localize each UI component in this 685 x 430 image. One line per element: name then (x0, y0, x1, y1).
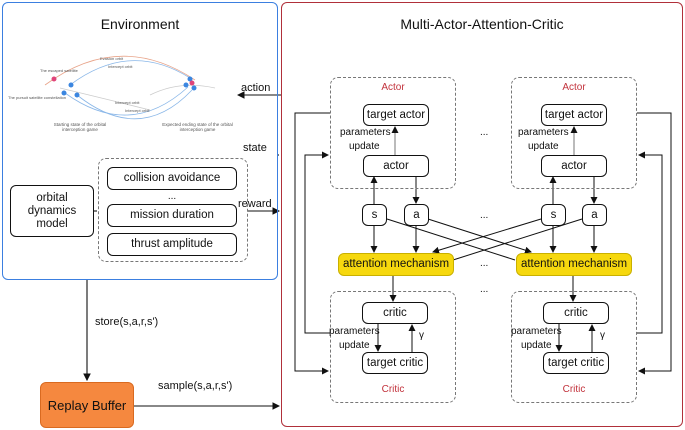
reward-mission-duration: mission duration (107, 204, 237, 227)
action-node: a (404, 204, 429, 226)
gamma-label: γ (600, 330, 605, 341)
replay-buffer: Replay Buffer (40, 382, 134, 428)
actor: actor (541, 155, 607, 177)
critic-group-1 (330, 291, 456, 403)
parameters-label: parameters (329, 326, 380, 337)
update-label: update (349, 141, 380, 152)
ellipsis: ... (167, 191, 177, 202)
illustration-label: The pursuit satellite constellation (8, 95, 67, 100)
update-label: update (528, 141, 559, 152)
state-node: s (362, 204, 387, 226)
actor-label: Actor (562, 82, 586, 93)
parameters-label: parameters (511, 326, 562, 337)
ellipsis: ... (480, 284, 489, 295)
attention-mechanism: attention mechanism (516, 253, 632, 276)
update-label: update (339, 340, 370, 351)
environment-title: Environment (100, 16, 180, 32)
illustration-label: Evasion orbit (100, 56, 124, 61)
target-actor: target actor (541, 104, 607, 126)
maac-panel (281, 2, 683, 427)
update-label: update (521, 340, 552, 351)
illustration-label: Starting state of the orbital intercepti… (53, 122, 107, 132)
actor-group-1 (330, 77, 456, 189)
critic-label: Critic (381, 384, 405, 395)
critic: critic (362, 302, 428, 324)
action-node: a (582, 204, 607, 226)
target-critic: target critic (362, 352, 428, 374)
orbital-dynamics-model: orbital dynamics model (10, 185, 94, 237)
actor: actor (363, 155, 429, 177)
gamma-label: γ (419, 330, 424, 341)
critic-group-2 (511, 291, 637, 403)
state-label: state (243, 142, 267, 154)
store-label: store(s,a,r,s') (95, 316, 159, 328)
reward-label: reward (238, 198, 272, 210)
illustration-label: Intercept orbit (115, 100, 140, 105)
action-label: action (241, 82, 271, 94)
ellipsis: ... (480, 210, 489, 221)
illustration-label: Intercept orbit (125, 108, 150, 113)
actor-label: Actor (381, 82, 405, 93)
illustration-label: Expected ending state of the orbital int… (162, 122, 233, 132)
maac-title: Multi-Actor-Attention-Critic (400, 16, 564, 32)
state-node: s (541, 204, 566, 226)
actor-group-2 (511, 77, 637, 189)
target-actor: target actor (363, 104, 429, 126)
attention-mechanism: attention mechanism (338, 253, 454, 276)
ellipsis: ... (480, 258, 489, 269)
reward-thrust-amplitude: thrust amplitude (107, 233, 237, 256)
orbital-illustration (44, 55, 216, 120)
parameters-label: parameters (340, 127, 391, 138)
sample-label: sample(s,a,r,s') (158, 380, 233, 392)
illustration-label: The escaped satellite (40, 68, 78, 73)
ellipsis: ... (480, 127, 489, 138)
parameters-label: parameters (518, 127, 569, 138)
reward-collision-avoidance: collision avoidance (107, 167, 237, 190)
illustration-label: Intercept orbit (108, 64, 133, 69)
critic-label: Critic (562, 384, 586, 395)
target-critic: target critic (543, 352, 609, 374)
environment-panel (2, 2, 278, 280)
critic: critic (543, 302, 609, 324)
reward-components-group (98, 158, 248, 262)
